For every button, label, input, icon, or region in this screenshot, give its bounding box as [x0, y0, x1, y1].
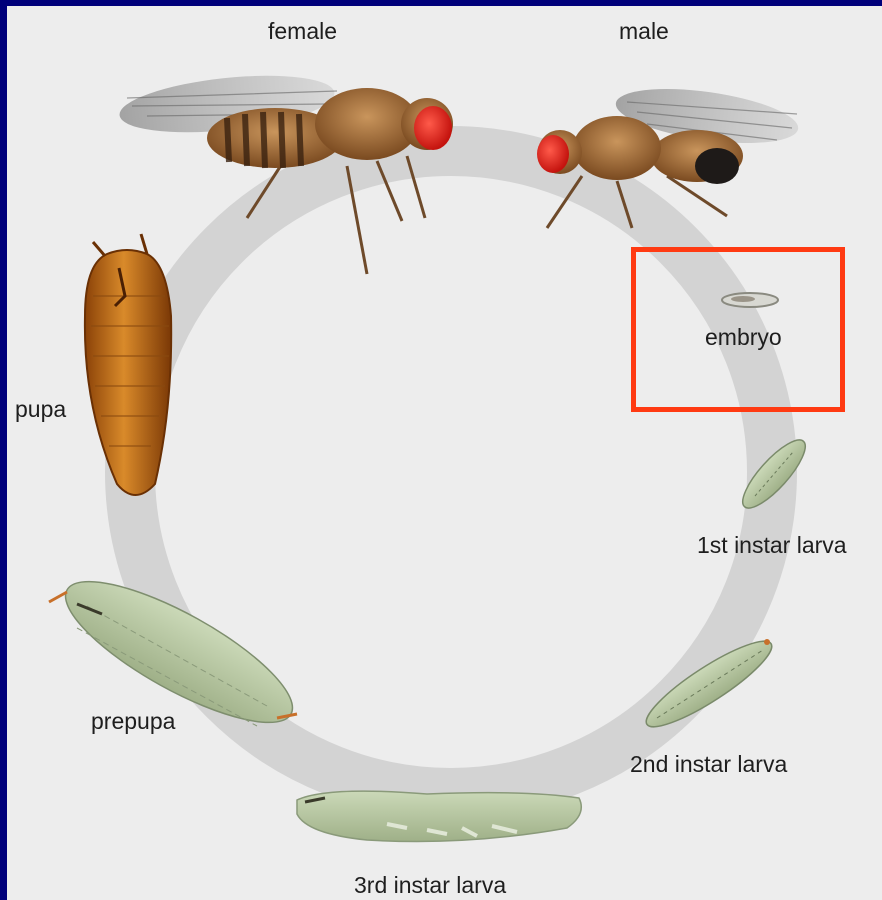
third-instar-larva-label: 3rd instar larva [354, 874, 506, 897]
prepupa-label: prepupa [91, 710, 175, 733]
male-label: male [619, 20, 669, 43]
third-instar-larva-image [297, 791, 581, 841]
second-instar-larva-label: 2nd instar larva [630, 753, 787, 776]
pupa-label: pupa [15, 398, 66, 421]
life-cycle-panel: female male embryo 1st instar larva 2nd … [7, 6, 882, 900]
embryo-label: embryo [705, 326, 782, 349]
prepupa-image [49, 557, 310, 748]
first-instar-larva-label: 1st instar larva [697, 534, 847, 557]
pupa-image [85, 234, 171, 495]
female-label: female [268, 20, 337, 43]
